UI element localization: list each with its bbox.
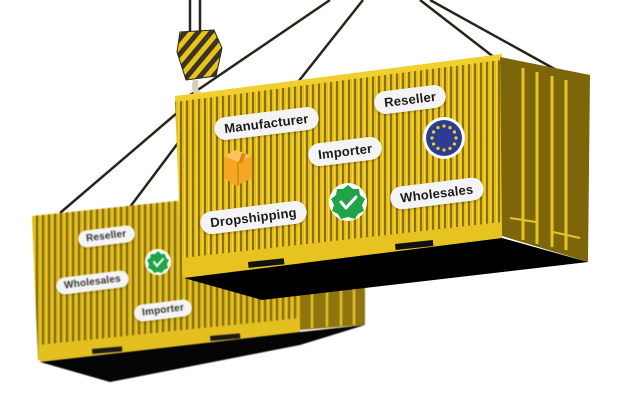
eu-flag-icon <box>423 117 465 159</box>
check-badge-icon <box>329 183 367 221</box>
box-icon <box>224 150 252 186</box>
crane-cables <box>59 0 561 214</box>
check-badge-icon-back <box>145 249 171 275</box>
